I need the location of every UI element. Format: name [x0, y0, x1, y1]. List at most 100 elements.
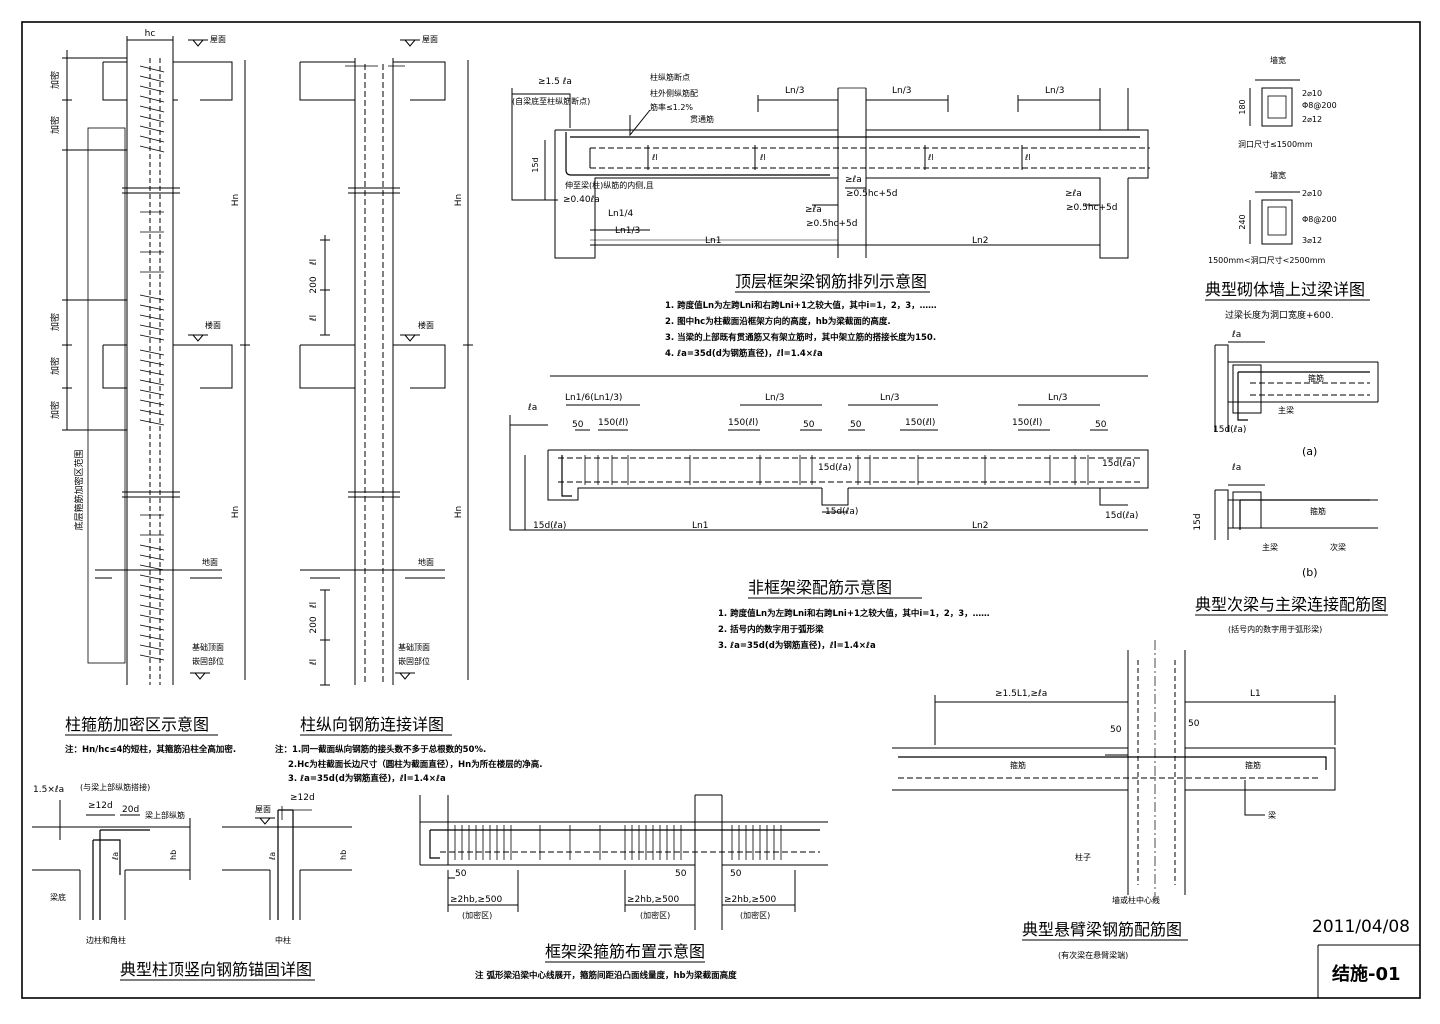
embed-part-label: 嵌固部位 [398, 656, 430, 666]
bottom-bar-b: 3⌀12 [1302, 236, 1322, 245]
foundation-top-label: 基础顶面 [398, 642, 430, 652]
secondary-beam-diagram [1214, 341, 1379, 540]
foundation-top-label: 基础顶面 [192, 642, 224, 652]
roof-label: 屋面 [422, 35, 438, 44]
range-a: 洞口尺寸≤1500mm [1238, 139, 1313, 149]
caption-b: (b) [1302, 566, 1318, 579]
cantilever-subtitle: (有次梁在悬臂梁端) [1058, 950, 1128, 960]
dense-label-2: 加密 [49, 116, 61, 134]
ge2hb-label-2: ≥2hb,≥500 [627, 895, 680, 905]
ge2hb-label-3: ≥2hb,≥500 [724, 895, 777, 905]
d50-label: 50 [850, 420, 862, 430]
ge040la-label: ≥0.40ℓa [563, 195, 600, 205]
top-beam-title: 顶层框架梁钢筋排列示意图 [735, 272, 927, 291]
top-beam-diagram [511, 87, 1150, 259]
col-stirrup-title: 柱箍筋加密区示意图 [65, 715, 209, 734]
main-beam-label-a: 主梁 [1278, 405, 1294, 415]
ln2-label: Ln2 [972, 236, 988, 246]
drawing-date: 2011/04/08 [1312, 917, 1410, 937]
wall-label-a: 墙宽 [1270, 55, 1286, 65]
dense-label-1: 加密 [49, 71, 61, 89]
nonframe-beam-title: 非框架梁配筋示意图 [748, 578, 892, 597]
col-top-title: 典型柱顶竖向钢筋锚固详图 [120, 960, 312, 979]
l1-label: L1 [1250, 689, 1261, 699]
nonframe-beam-diagram [509, 375, 1149, 531]
col-long-note-2: 2.Hc为柱截面长边尺寸（圆柱为截面直径），Hn为所在楼层的净高. [288, 759, 542, 770]
col-stirrup-note: 注：Hn/hc≤4的短柱，其箍筋沿柱全高加密. [65, 744, 236, 755]
bar-label-b: 箍筋 [1310, 506, 1326, 516]
d50-label: 50 [803, 420, 815, 430]
ground-label: 地面 [418, 557, 434, 567]
la-label: ℓa [268, 852, 277, 861]
nonframe-note-1: 1. 跨度值Ln为左跨Lni和右跨Lni+1之较大值，其中i=1，2，3，…… [718, 608, 990, 619]
range-b: 1500mm<洞口尺寸<2500mm [1208, 255, 1326, 265]
d50-label: 50 [572, 420, 584, 430]
bottom-bar-a: 2⌀12 [1302, 115, 1322, 124]
ln14-label: Ln1/4 [608, 209, 633, 219]
main-beam-label-b: 主梁 [1262, 542, 1278, 552]
top-bar-b: 2⌀10 [1302, 189, 1322, 198]
d15la-label: 15d(ℓa) [533, 521, 566, 531]
beam-top-label: 梁上部纵筋 [145, 810, 185, 820]
ge12d-label: ≥12d [88, 801, 113, 811]
sheet-frame [21, 21, 1421, 999]
ge-la-b: ≥ℓa [805, 205, 822, 215]
lap-length-label: ℓl [309, 259, 319, 266]
d50-label: 50 [1110, 725, 1122, 735]
ln1-label: Ln1 [692, 521, 708, 531]
col-longitudinal-diagram [299, 39, 473, 686]
hn-label-2: Hn [454, 506, 464, 518]
lap-l1: ℓl [759, 153, 766, 162]
lap-l1: ℓl [651, 153, 658, 162]
drawing-number: 结施-01 [1332, 963, 1401, 985]
dim-200-label: 200 [309, 616, 319, 633]
lap-length-label: ℓl [309, 602, 319, 609]
dense-label-3: 加密 [49, 313, 61, 331]
base-range-label: 底层箍筋加密区范围 [73, 449, 85, 530]
ln3-label-3: Ln/3 [1045, 86, 1064, 96]
extend-label: 伸至梁(柱)纵筋的内侧,且 [565, 180, 654, 190]
dense-label-2: (加密区) [640, 910, 670, 920]
ge-la-a: ≥ℓa [845, 175, 862, 185]
dense-label-5: 加密 [49, 401, 61, 419]
ground-label: 地面 [202, 557, 218, 567]
roof-label: 屋面 [255, 805, 271, 814]
d15la-label: 15d(ℓa) [818, 463, 851, 473]
d50-label: 50 [455, 869, 467, 879]
top-beam-note-2: 2. 图中hc为柱截面沿框架方向的高度，hb为梁截面的高度. [665, 316, 891, 327]
lap-length-label: ℓl [309, 315, 319, 322]
hb-label: hb [339, 850, 348, 860]
secondary-title: 典型次梁与主梁连接配筋图 [1195, 595, 1387, 614]
ge05hc-b: ≥0.5hc+5d [806, 219, 858, 229]
hc-label: hc [145, 29, 156, 39]
mid-col-label: 中柱 [275, 935, 291, 945]
cut-point-label: 柱纵筋断点 [650, 72, 690, 82]
stirrup-b: Φ8@200 [1302, 215, 1337, 224]
d15-label: 15d [531, 157, 540, 172]
sec-beam-label: 次梁 [1330, 542, 1346, 552]
lintel-diagram [1249, 79, 1300, 245]
ge05hc-c: ≥0.5hc+5d [1066, 203, 1118, 213]
bar-label: 箍筋 [1245, 760, 1261, 770]
dense-label-4: 加密 [49, 357, 61, 375]
ln16-label: Ln1/6(Ln1/3) [565, 393, 622, 403]
ge-la-c: ≥ℓa [1065, 189, 1082, 199]
hn-label-1: Hn [454, 194, 464, 206]
stirrup-layout-diagram [419, 794, 828, 930]
hn-label-2: Hn [231, 506, 241, 518]
d20-label: 20d [122, 805, 139, 815]
lap-length-label: ℓl [309, 659, 319, 666]
ln3-label-3: Ln/3 [1048, 393, 1067, 403]
dim-200-label: 200 [309, 276, 319, 293]
hn-label-1: Hn [231, 194, 241, 206]
bar-label: 箍筋 [1010, 760, 1026, 770]
la-label: ℓa [111, 852, 120, 861]
floor-label: 楼面 [205, 320, 221, 330]
d15la-label: 15d(ℓa) [1213, 425, 1246, 435]
height-a: 180 [1238, 99, 1247, 114]
through-bar-label: 贯通筋 [690, 114, 714, 124]
embed-part-label: 嵌固部位 [192, 656, 224, 666]
dense-label-3: (加密区) [740, 910, 770, 920]
dense-label-1: (加密区) [462, 910, 492, 920]
